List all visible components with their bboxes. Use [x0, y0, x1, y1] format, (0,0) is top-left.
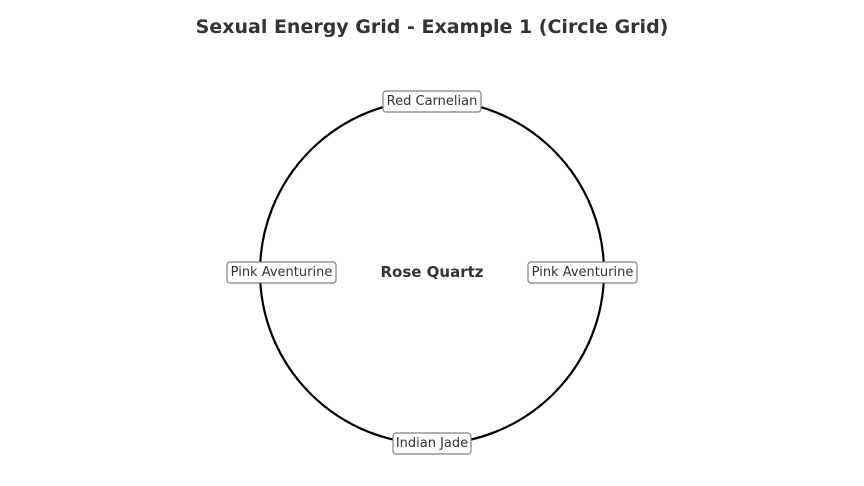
node-left-box: [226, 261, 337, 284]
center-stone-label: Rose Quartz: [380, 263, 483, 281]
node-right-box: [527, 261, 638, 284]
node-bottom-box: [392, 432, 472, 455]
diagram-title: Sexual Energy Grid - Example 1 (Circle G…: [195, 16, 669, 38]
node-left: Pink Aventurine: [226, 261, 337, 284]
node-bottom-label: Indian Jade: [396, 436, 468, 451]
node-top-box: [382, 90, 482, 113]
node-right-label: Pink Aventurine: [532, 265, 634, 280]
node-bottom: Indian Jade: [392, 432, 472, 455]
node-right: Pink Aventurine: [527, 261, 638, 284]
node-top: Red Carnelian: [382, 90, 482, 113]
node-left-label: Pink Aventurine: [231, 265, 333, 280]
node-top-label: Red Carnelian: [387, 94, 478, 109]
